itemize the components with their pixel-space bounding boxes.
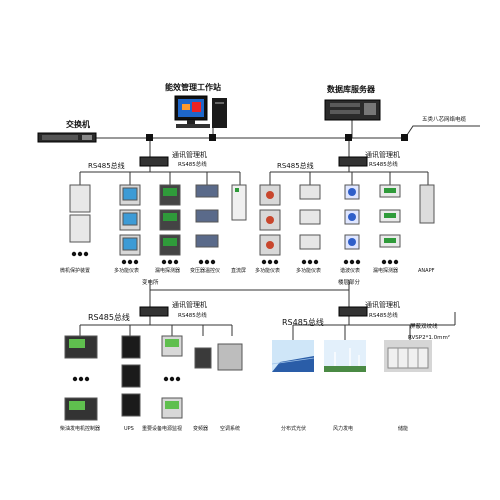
device-label-g1-1: 多功能仪表 (114, 268, 140, 274)
comm-manager-label-3: 通讯管理机 (172, 301, 207, 309)
device-label-g3-2: 重要设备电源监视 (142, 426, 183, 432)
rs485-sub-label-4: RS485总线 (369, 313, 398, 319)
device-label-g4-1: 风力发电 (333, 426, 354, 432)
device-label-g3-1: UPS (124, 426, 134, 432)
floor-label: 楼层部分 (338, 280, 361, 286)
database-server-rack (324, 99, 381, 121)
comm-manager-3 (139, 306, 169, 317)
workstation-pc (174, 95, 227, 128)
device-label-g1-0: 微机保护装置 (60, 268, 91, 274)
rs485-label-4: RS485总线 (282, 318, 324, 327)
device-label-g2-3: 漏电探测器 (373, 268, 399, 274)
wind-power-image (324, 340, 366, 372)
rs485-sub-label-2: RS485总线 (369, 162, 398, 168)
rs485-sub-label-1: RS485总线 (178, 162, 207, 168)
comm-manager-1 (139, 156, 169, 167)
solar-pv-image (271, 340, 315, 372)
switch-label: 交换机 (66, 120, 90, 129)
device-label-g4-2: 储能 (398, 426, 409, 432)
rs485-sub-label-3: RS485总线 (178, 313, 207, 319)
cable-to-right (404, 125, 480, 139)
rs485-label-2: RS485总线 (277, 162, 314, 170)
comm-manager-label-1: 通讯管理机 (172, 151, 207, 159)
workstation-label: 能效管理工作站 (165, 83, 221, 92)
comm-manager-label-2: 通讯管理机 (365, 151, 400, 159)
substation-label: 变电所 (142, 280, 159, 286)
cable-spec-label: RVSP2*1.0mm² (408, 335, 451, 341)
device-label-g2-2: 谐波仪表 (340, 268, 361, 274)
device-label-g3-0: 柴油发电机控制器 (60, 426, 101, 432)
energy-storage-image (384, 340, 432, 372)
device-label-g1-4: 直流屏 (231, 268, 247, 274)
device-label-g1-2: 漏电探测器 (155, 268, 181, 274)
switch-device (37, 132, 97, 143)
comm-manager-2 (338, 156, 368, 167)
device-label-g2-0: 多功能仪表 (255, 268, 281, 274)
device-label-g2-1: 多功能仪表 (296, 268, 322, 274)
device-label-g3-4: 空调系统 (220, 426, 241, 432)
device-label-g2-4: ANAPF (418, 268, 435, 274)
device-label-g3-3: 变频器 (193, 426, 209, 432)
device-label-g4-0: 分布式光伏 (281, 426, 307, 432)
rs485-label-1: RS485总线 (88, 162, 125, 170)
db-server-label: 数据库服务器 (327, 85, 375, 94)
comm-manager-label-4: 通讯管理机 (365, 301, 400, 309)
rs485-label-3: RS485总线 (88, 313, 130, 322)
comm-manager-4 (338, 306, 368, 317)
cable-label: 五类八芯网络电缆 (422, 117, 467, 123)
twisted-pair-label: 屏蔽双绞线 (410, 324, 438, 330)
device-label-g1-3: 变压器温控仪 (190, 268, 221, 274)
